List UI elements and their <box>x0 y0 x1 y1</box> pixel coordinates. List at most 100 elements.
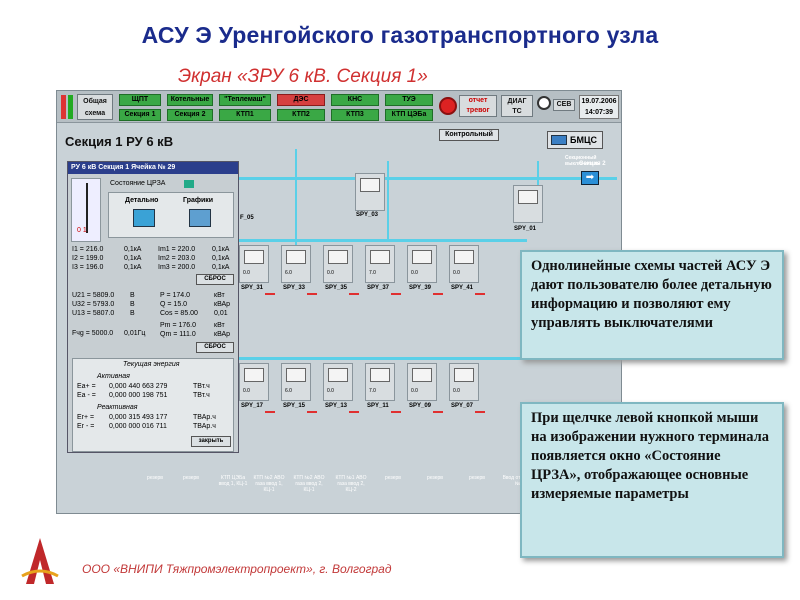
ea-minus-label: Ea - = <box>77 392 96 399</box>
bmcs-button[interactable]: БМЦС <box>547 131 603 149</box>
unit-label: ТВАр.ч <box>193 423 216 430</box>
terminal-cell[interactable]: 7.0 <box>365 245 395 283</box>
terminal-cell[interactable]: 0.0 <box>239 245 269 283</box>
cell-value: 0.0 <box>243 388 250 394</box>
im2-value: Im2 = 203.0 <box>158 255 196 262</box>
feeder-label: КТП №1 ABO газа ввод 2, КЦ-2 <box>335 475 367 493</box>
toolbar-button[interactable]: КТП3 <box>331 109 379 121</box>
meter-icon <box>244 368 264 382</box>
energy-title: Текущая энергия <box>123 361 180 368</box>
cell-value: 0.0 <box>411 270 418 276</box>
unit-label: В <box>130 292 135 299</box>
crza-state-window[interactable]: РУ 6 кВ Секция 1 Ячейка № 29 0 1 Состоян… <box>67 161 239 453</box>
unit-label: ТВАр.ч <box>193 414 216 421</box>
pm-value: Pm = 176.0 <box>160 322 196 329</box>
clock-icon <box>537 96 551 110</box>
meter-icon <box>370 368 390 382</box>
cell-top[interactable] <box>355 173 385 211</box>
toolbar-button[interactable]: Секция 2 <box>167 109 213 121</box>
status-indicator <box>61 95 66 119</box>
feeder-label: КТП №2 ABO газа ввод 2, КЦ-1 <box>293 475 325 493</box>
toolbar-button[interactable]: ТУЭ <box>385 94 433 106</box>
unit-label: кВт <box>214 292 225 299</box>
reset-button[interactable]: СБРОС <box>196 342 234 353</box>
unit-label: ТВт.ч <box>193 383 210 390</box>
cell-value: 0.0 <box>327 270 334 276</box>
popup-title: РУ 6 кВ Секция 1 Ячейка № 29 <box>68 162 238 174</box>
state-label: Состояние ЦРЗА <box>110 180 166 187</box>
toolbar-button[interactable]: КТП2 <box>277 109 325 121</box>
slide-title: АСУ Э Уренгойского газотранспортного узл… <box>141 22 659 48</box>
terminal-cell[interactable]: 6.0 <box>281 245 311 283</box>
close-button[interactable]: закрыть <box>191 436 231 447</box>
graphs-button[interactable] <box>189 209 211 227</box>
terminal-cell[interactable]: 0.0 <box>449 245 479 283</box>
toolbar-button[interactable]: Секция 1 <box>119 109 161 121</box>
overview-button[interactable]: Общая схема <box>77 94 113 120</box>
unit-label: В <box>130 310 135 317</box>
ea-plus-label: Ea+ = <box>77 383 96 390</box>
er-minus-label: Er - = <box>77 423 95 430</box>
detail-label: Детально <box>125 197 159 204</box>
breaker-marker <box>265 411 275 413</box>
company-logo <box>21 538 59 584</box>
cell-label: SPY_31 <box>241 285 264 291</box>
toolbar-button[interactable]: "Теплемаш" <box>219 94 271 106</box>
toolbar: Общая схема ЩПТ Котельные "Теплемаш" ДЭС… <box>57 91 621 123</box>
cell-top[interactable] <box>513 185 543 223</box>
alarm-report-button[interactable]: отчет тревог <box>459 95 497 117</box>
cell-value: 6.0 <box>285 270 292 276</box>
reset-button[interactable]: СБРОС <box>196 274 234 285</box>
diag-button[interactable]: ДИАГ ТС <box>501 95 533 117</box>
unit-label: 0,1кА <box>212 255 230 262</box>
terminal-cell[interactable]: 0.0 <box>323 363 353 401</box>
bmcs-label: БМЦС <box>570 135 598 145</box>
date-label: 19.07.2006 <box>581 98 617 105</box>
toolbar-button[interactable]: Котельные <box>167 94 213 106</box>
cell-label: SPY_01 <box>514 226 537 232</box>
toolbar-button[interactable]: КНС <box>331 94 379 106</box>
toolbar-button[interactable]: ЩПТ <box>119 94 161 106</box>
feeder-label: резерв <box>469 475 485 481</box>
terminal-cell[interactable]: 0.0 <box>407 245 437 283</box>
energy-panel: Текущая энергия Активная Ea+ = 0,000 440… <box>72 358 234 452</box>
meter-icon <box>328 368 348 382</box>
unit-label: 0,1кА <box>124 246 142 253</box>
arrow-right-icon[interactable]: ➡ <box>581 171 599 185</box>
graphs-label: Графики <box>183 197 214 204</box>
breaker-marker <box>433 293 443 295</box>
toolbar-button[interactable]: КТП1 <box>219 109 271 121</box>
feeder-label: F_05 <box>240 215 254 221</box>
cell-label: SPY_33 <box>283 285 306 291</box>
unit-label: кВАр <box>214 301 231 308</box>
upper-bus <box>237 239 527 242</box>
control-button[interactable]: Контрольный <box>439 129 499 141</box>
breaker-marker <box>265 293 275 295</box>
terminal-cell[interactable]: 7.0 <box>365 363 395 401</box>
terminal-cell[interactable]: 0.0 <box>323 245 353 283</box>
feeder-label: резерв <box>427 475 443 481</box>
section-title: Секция 1 РУ 6 кВ <box>65 134 174 149</box>
unit-label: 0,01 <box>214 310 228 317</box>
alarm-icon[interactable] <box>439 97 457 115</box>
detail-button[interactable] <box>133 209 155 227</box>
terminal-cell[interactable]: 0.0 <box>407 363 437 401</box>
meter-icon <box>370 250 390 264</box>
sev-button[interactable]: СЕВ <box>553 99 575 111</box>
terminal-cell[interactable]: 0.0 <box>449 363 479 401</box>
feeder-wire <box>387 161 389 241</box>
top-bus <box>237 177 617 180</box>
terminal-cell[interactable]: 0.0 <box>239 363 269 401</box>
section2-label: Секция 2 <box>579 161 606 167</box>
meter-icon <box>244 250 264 264</box>
toolbar-button[interactable]: КТП ЦЭБа <box>385 109 433 121</box>
er-minus-value: 0,000 000 016 711 <box>109 423 167 430</box>
toolbar-button[interactable]: ДЭС <box>277 94 325 106</box>
cell-label: SPY_41 <box>451 285 474 291</box>
feeder-label: резерв <box>183 475 199 481</box>
unit-label: 0,1кА <box>124 264 142 271</box>
i2-value: I2 = 199.0 <box>72 255 104 262</box>
feeder-label: Ввод от ПаЭС №1 <box>502 475 536 487</box>
unit-label: В <box>130 301 135 308</box>
terminal-cell[interactable]: 6.0 <box>281 363 311 401</box>
